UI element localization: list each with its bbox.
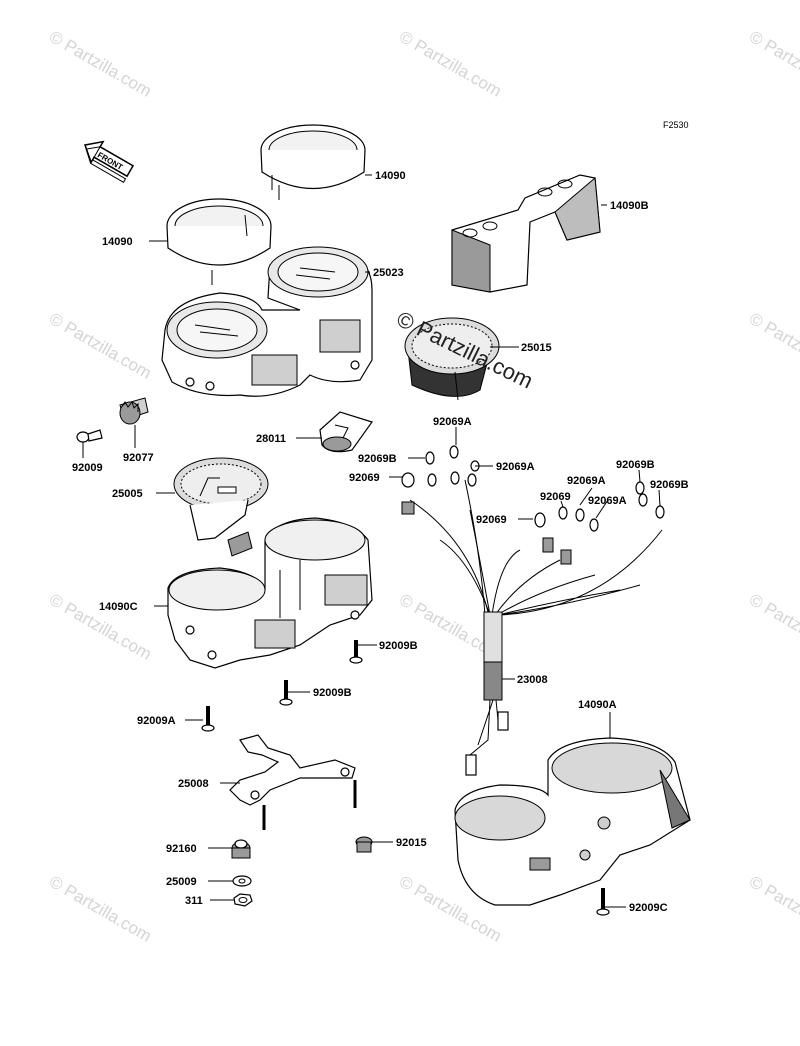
part-label-92069B: 92069B — [616, 459, 655, 471]
part-label-92069B: 92069B — [358, 453, 397, 465]
watermark-text: © Partzilla.com — [746, 27, 800, 101]
figure-code: F2530 — [663, 120, 689, 130]
grommet-92015 — [355, 836, 373, 853]
part-label-92009: 92009 — [72, 462, 103, 474]
part-label-25009: 25009 — [166, 876, 197, 888]
bezel-ring-left — [166, 198, 272, 285]
part-label-25015: 25015 — [521, 342, 552, 354]
tachometer — [404, 317, 500, 401]
part-label-92069A: 92069A — [588, 495, 627, 507]
bezel-ring-upper — [260, 124, 366, 200]
part-label-92069: 92069 — [349, 472, 380, 484]
speedometer — [173, 457, 269, 557]
part-label-23008: 23008 — [517, 674, 548, 686]
socket-28011 — [319, 411, 373, 453]
part-label-92069A: 92069A — [433, 416, 472, 428]
watermark-text: © Partzilla.com — [46, 309, 155, 383]
part-label-14090C: 14090C — [99, 601, 138, 613]
watermark-text: © Partzilla.com — [396, 27, 505, 101]
meter-case — [167, 517, 373, 669]
part-label-92009A: 92009A — [137, 715, 176, 727]
watermark-text: © Partzilla.com — [746, 872, 800, 946]
nut-311 — [233, 893, 253, 907]
watermark-text: © Partzilla.com — [46, 872, 155, 946]
part-label-14090B: 14090B — [610, 200, 649, 212]
leader-lines — [82, 174, 661, 908]
part-label-92069B: 92069B — [650, 479, 689, 491]
screw-92009C — [596, 888, 610, 916]
upper-cover — [451, 174, 601, 293]
part-label-92009C: 92009C — [629, 902, 668, 914]
part-label-311: 311 — [185, 895, 203, 907]
part-labels: 14090 14090 14090B 25023 25015 92009 920… — [72, 170, 689, 914]
part-label-92069: 92069 — [476, 514, 507, 526]
watermark-text: © Partzilla.com — [746, 309, 800, 383]
part-label-92009B: 92009B — [379, 640, 418, 652]
part-label-14090A: 14090A — [578, 699, 617, 711]
part-label-25023: 25023 — [373, 267, 404, 279]
washer-25009 — [232, 875, 252, 887]
front-arrow-icon: FRONT — [84, 140, 135, 183]
screw-92009A — [201, 706, 215, 732]
part-label-92069A: 92069A — [567, 475, 606, 487]
part-label-25008: 25008 — [178, 778, 209, 790]
wiring-harness — [401, 479, 663, 776]
meter-housing — [161, 246, 373, 397]
part-label-25005: 25005 — [112, 488, 143, 500]
watermark-text: © Partzilla.com — [46, 27, 155, 101]
part-label-92077: 92077 — [123, 452, 154, 464]
part-label-92160: 92160 — [166, 843, 197, 855]
grommet-92160 — [231, 839, 251, 859]
screw-92009B-right — [349, 640, 363, 664]
lower-cover — [454, 737, 691, 906]
part-label-14090: 14090 — [375, 170, 406, 182]
part-label-28011: 28011 — [256, 433, 286, 445]
part-label-92069A: 92069A — [496, 461, 535, 473]
part-label-14090: 14090 — [102, 236, 133, 248]
part-label-92069: 92069 — [540, 491, 571, 503]
part-label-92009B: 92009B — [313, 687, 352, 699]
screw-92009 — [76, 429, 103, 443]
part-label-92015: 92015 — [396, 837, 427, 849]
watermark-text: © Partzilla.com — [746, 590, 800, 664]
bracket — [229, 734, 357, 830]
screw-92009B-mid — [279, 680, 293, 706]
gear-92077 — [119, 397, 149, 425]
